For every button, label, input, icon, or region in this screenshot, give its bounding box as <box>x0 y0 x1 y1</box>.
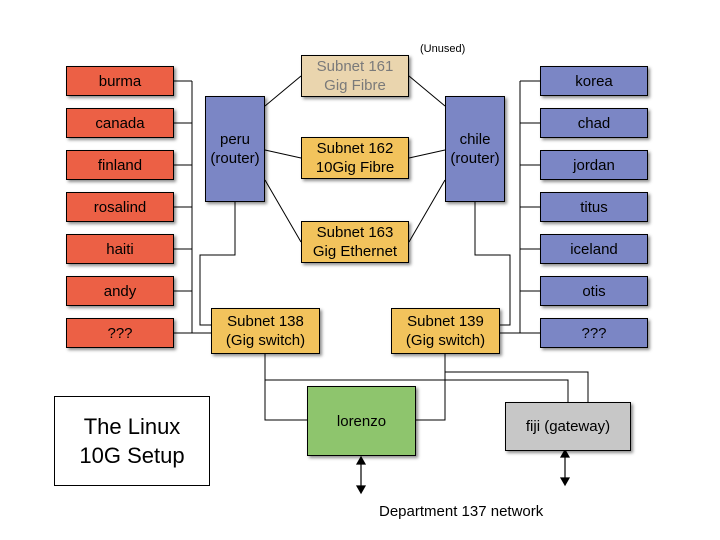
subnet-name: Subnet 161 <box>316 58 394 75</box>
fiji-label: fiji (gateway) <box>525 418 611 435</box>
host-label: jordan <box>573 156 615 174</box>
host-label: ??? <box>581 324 607 342</box>
host-label: burma <box>98 72 142 90</box>
host-burma[interactable]: burma <box>66 66 174 96</box>
department-network-label: Department 137 network <box>379 503 544 520</box>
title-line-2: 10G Setup <box>79 443 185 468</box>
host-unknown-right[interactable]: ??? <box>540 318 648 348</box>
subnet-type: Gig Fibre <box>324 77 386 94</box>
host-jordan[interactable]: jordan <box>540 150 648 180</box>
host-label: iceland <box>570 240 618 258</box>
host-label: otis <box>582 282 606 300</box>
router-name: peru <box>219 131 251 148</box>
subnet-type: (Gig switch) <box>405 332 486 349</box>
host-label: rosalind <box>93 198 147 216</box>
host-label: chad <box>577 114 611 132</box>
subnet-name: Subnet 163 <box>316 224 394 241</box>
host-otis[interactable]: otis <box>540 276 648 306</box>
router-peru[interactable]: peru (router) <box>205 96 265 202</box>
host-titus[interactable]: titus <box>540 192 648 222</box>
router-chile[interactable]: chile (router) <box>445 96 505 202</box>
router-role: (router) <box>450 150 500 167</box>
host-lorenzo[interactable]: lorenzo <box>307 386 416 456</box>
lorenzo-label: lorenzo <box>336 412 387 430</box>
subnet-type: 10Gig Fibre <box>315 159 395 176</box>
subnet-type: (Gig switch) <box>225 332 306 349</box>
subnet-type: Gig Ethernet <box>312 243 398 260</box>
host-korea[interactable]: korea <box>540 66 648 96</box>
subnet-name: Subnet 138 <box>227 313 304 330</box>
host-label: finland <box>97 156 143 174</box>
unused-note: (Unused) <box>420 43 466 55</box>
host-fiji-gateway[interactable]: fiji (gateway) <box>505 402 631 451</box>
title-line-1: The Linux <box>83 414 181 439</box>
host-label: canada <box>95 114 145 132</box>
subnet-139[interactable]: Subnet 139 (Gig switch) <box>391 308 500 354</box>
host-label: andy <box>103 282 137 300</box>
host-rosalind[interactable]: rosalind <box>66 192 174 222</box>
router-role: (router) <box>210 150 260 167</box>
subnet-138[interactable]: Subnet 138 (Gig switch) <box>211 308 320 354</box>
host-label: ??? <box>107 324 133 342</box>
subnet-name: Subnet 139 <box>407 313 484 330</box>
host-label: haiti <box>106 240 134 258</box>
host-unknown-left[interactable]: ??? <box>66 318 174 348</box>
host-haiti[interactable]: haiti <box>66 234 174 264</box>
host-iceland[interactable]: iceland <box>540 234 648 264</box>
host-andy[interactable]: andy <box>66 276 174 306</box>
subnet-162[interactable]: Subnet 162 10Gig Fibre <box>301 137 409 179</box>
host-label: titus <box>580 198 608 216</box>
router-name: chile <box>459 131 491 148</box>
diagram-title: The Linux 10G Setup <box>54 396 210 486</box>
subnet-name: Subnet 162 <box>316 140 394 157</box>
host-finland[interactable]: finland <box>66 150 174 180</box>
host-canada[interactable]: canada <box>66 108 174 138</box>
host-label: korea <box>575 72 613 90</box>
host-chad[interactable]: chad <box>540 108 648 138</box>
